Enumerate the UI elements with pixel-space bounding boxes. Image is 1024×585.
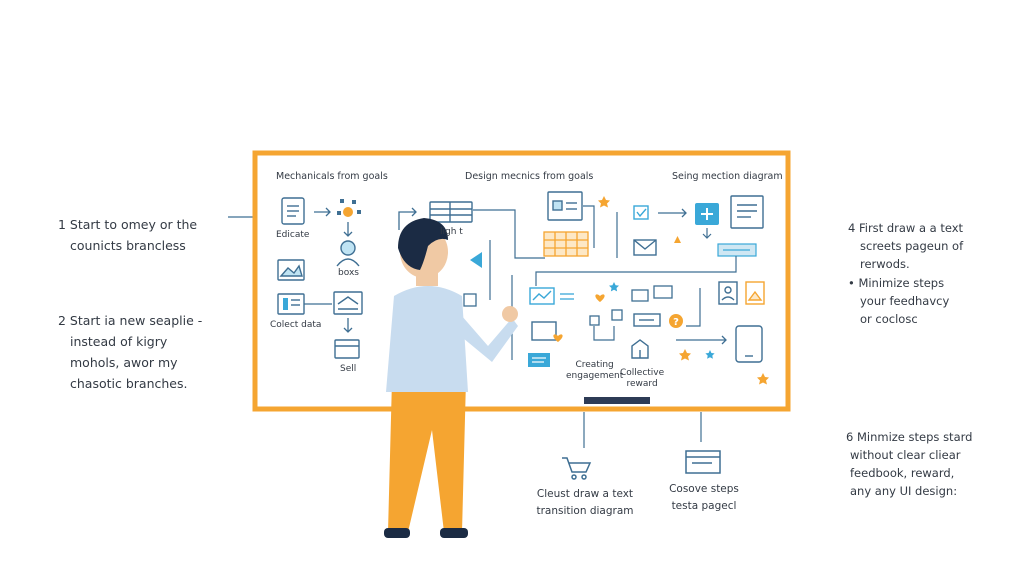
doc-icon (281, 197, 305, 225)
star-icon-3 (679, 349, 691, 361)
label-sell: Sell (340, 364, 357, 374)
left-note-1: 1 Start to omey or the counicts brancles… (58, 217, 198, 253)
right-note-6: 6 Minmize steps stard without clear clie… (846, 430, 973, 498)
note-card-icon (730, 195, 764, 229)
connector-right (535, 256, 737, 286)
profile-card-icon (718, 281, 738, 305)
help-bubble-icon: ? (669, 314, 683, 328)
bracket-arrow (398, 207, 417, 230)
triangle-icon (674, 236, 681, 243)
person-raised-arm (446, 300, 518, 362)
right-note-bullet: • Minimize steps your feedhavcy or coclo… (848, 276, 950, 326)
mail-icon (633, 239, 657, 256)
person-legs (388, 380, 466, 532)
chat-badge-icon (528, 353, 550, 367)
tray-icon (334, 339, 360, 359)
label-collect-data: Colect data (270, 320, 322, 330)
small-box-icon (463, 293, 477, 307)
svg-text:?: ? (673, 317, 679, 328)
person-hair (398, 218, 448, 270)
left-note-2: 2 Start ia new seaplie - instead of kigr… (58, 313, 203, 391)
mini-card-icon (653, 285, 673, 299)
person-torso (386, 286, 468, 392)
feedback-card-icon (531, 321, 557, 341)
shopping-cart-icon (562, 457, 592, 480)
checkbox-icon (633, 205, 649, 220)
column-header-2: Design mecnics from goals (465, 171, 594, 182)
label-educate: Edicate (276, 230, 310, 240)
arrow-right (314, 207, 331, 217)
arrow-right-2 (658, 208, 687, 218)
star-icon-5 (757, 373, 769, 385)
whiteboard-frame (252, 150, 791, 412)
user-icon (336, 240, 360, 267)
heart-icon (595, 294, 605, 302)
star-icon-1 (598, 196, 610, 208)
gear-cluster-icon (337, 199, 361, 217)
tablet-icon (735, 325, 763, 363)
grid-calendar-icon (543, 231, 589, 257)
column-header-1: Mechanicals from goals (276, 171, 388, 182)
marker-tray (584, 397, 650, 404)
add-square-icon (695, 203, 719, 225)
arrow-down-3 (702, 228, 712, 239)
arrow-right-3 (676, 335, 727, 345)
right-note-4: 4 First draw a a text screets pageun of … (848, 221, 964, 271)
browser-window-icon (685, 450, 721, 474)
chart-window-icon (529, 287, 555, 305)
label-design-light: ligh t (440, 227, 463, 237)
person-figure (384, 218, 518, 538)
person-hand (502, 306, 518, 322)
star-icon-4 (705, 350, 715, 359)
arrow-down (343, 222, 353, 237)
image-icon (277, 259, 305, 281)
connector-top (473, 209, 545, 259)
bottom-caption-2: Cosove steps testa pagecl (669, 483, 739, 512)
building-icon (631, 339, 649, 359)
star-icon-2 (609, 282, 619, 292)
column-header-3: Seing mection diagram (672, 171, 783, 182)
arrow-down-2 (343, 318, 353, 333)
mini-mail-icon (631, 289, 649, 302)
photo-card-icon (745, 281, 765, 305)
table-card-icon (429, 201, 473, 223)
window-card-icon (547, 191, 583, 221)
heart-icon-2 (553, 334, 563, 342)
bottom-caption-1: Cleust draw a text transition diagram (536, 488, 634, 517)
dialog-icon (633, 313, 661, 327)
browser-card-icon (333, 291, 363, 315)
label-boxs: boxs (338, 268, 359, 278)
play-arrow-icon (470, 252, 482, 268)
